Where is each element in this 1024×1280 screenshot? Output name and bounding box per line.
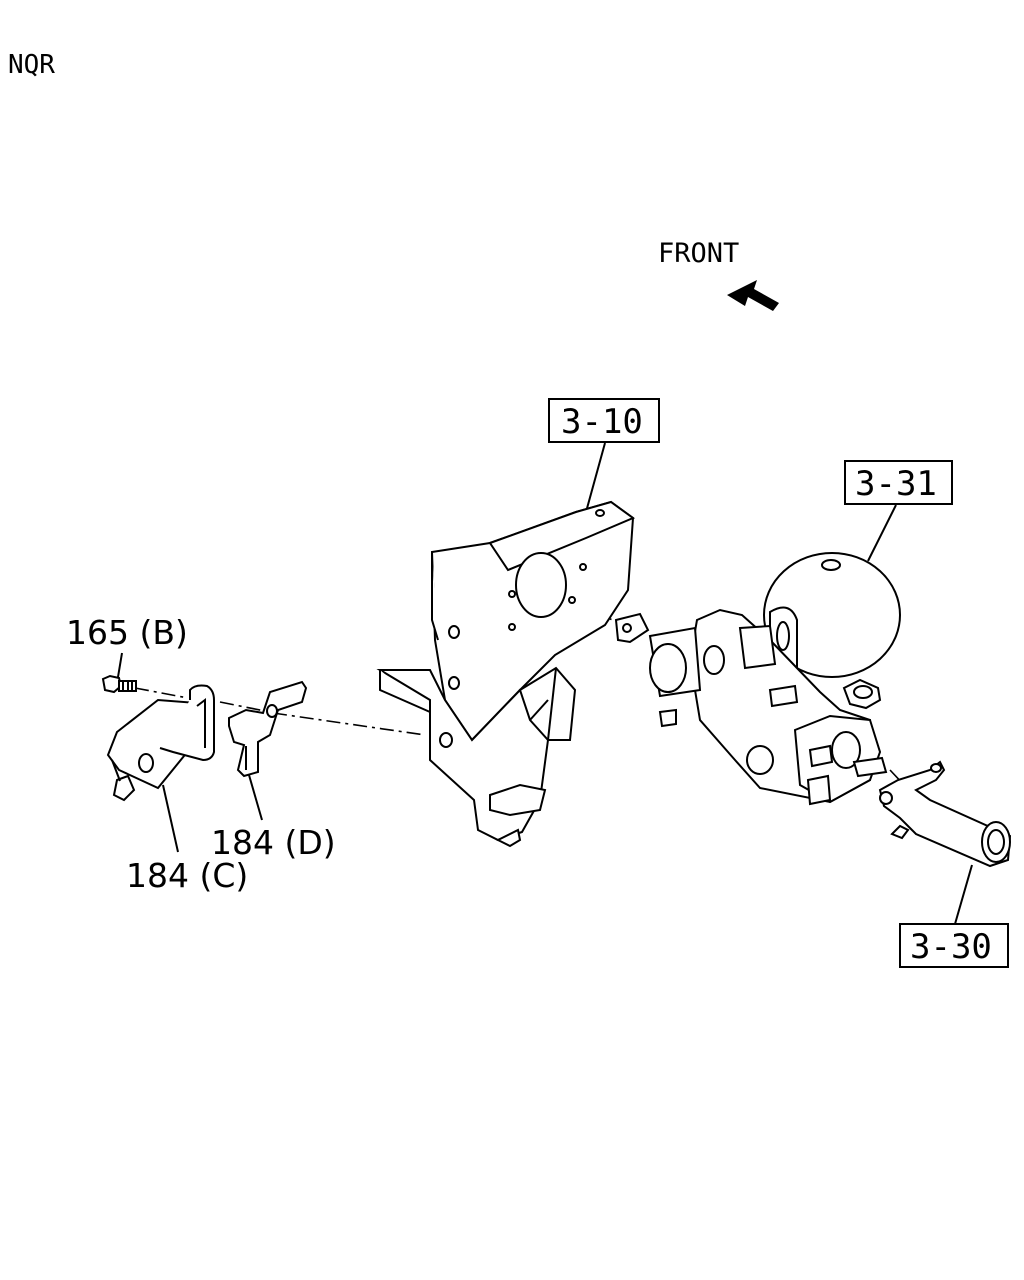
reference-box-3-30[interactable]: 3-30	[899, 923, 1009, 968]
model-label: NQR	[8, 50, 55, 80]
hydraulic-unit-3-31[interactable]	[614, 552, 901, 806]
reference-label-3-10: 3-10	[561, 402, 643, 442]
front-arrow-icon	[727, 280, 779, 311]
reference-label-3-31: 3-31	[855, 464, 937, 504]
bracket-184c[interactable]	[106, 684, 215, 802]
reference-box-3-31[interactable]: 3-31	[844, 460, 953, 505]
bracket-184d[interactable]	[228, 680, 308, 778]
reference-label-3-30: 3-30	[910, 927, 992, 967]
part-label-165b[interactable]: 165 (B)	[66, 613, 188, 652]
bolt-165b[interactable]	[101, 674, 137, 694]
connector-3-30[interactable]	[878, 760, 1012, 868]
front-label: FRONT	[658, 238, 739, 269]
part-label-184d[interactable]: 184 (D)	[211, 823, 336, 862]
part-label-184c[interactable]: 184 (C)	[126, 856, 248, 895]
frame-bracket-3-10[interactable]	[376, 500, 636, 848]
reference-box-3-10[interactable]: 3-10	[548, 398, 660, 443]
leader-lines	[116, 442, 973, 925]
